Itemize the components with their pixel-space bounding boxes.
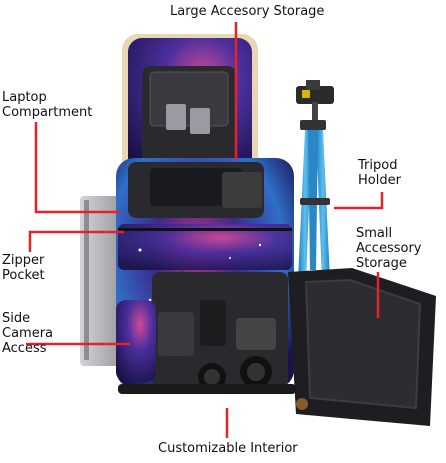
label-laptop-compartment: Laptop Compartment: [2, 90, 93, 120]
pointer-zipper: [28, 230, 124, 252]
zipper-pull: [296, 398, 308, 410]
tripod: [296, 80, 334, 280]
camera-interior: [152, 272, 288, 391]
side-flap: [288, 268, 436, 426]
label-large-accessory-storage: Large Accesory Storage: [170, 4, 325, 19]
label-tripod-holder: Tripod Holder: [358, 158, 401, 188]
pointer-laptop: [34, 122, 120, 214]
label-customizable-interior: Customizable Interior: [158, 441, 298, 456]
pointer-tripod: [334, 192, 384, 210]
laptop: [80, 196, 122, 366]
pointer-lines: [26, 22, 384, 438]
side-pocket: [116, 300, 156, 382]
label-small-accessory-storage: Small Accessory Storage: [356, 226, 422, 271]
backpack-lid: [122, 34, 258, 174]
backpack-base: [118, 384, 296, 394]
label-side-camera-access: Side Camera Access: [2, 311, 54, 356]
label-zipper-pocket: Zipper Pocket: [2, 253, 45, 283]
